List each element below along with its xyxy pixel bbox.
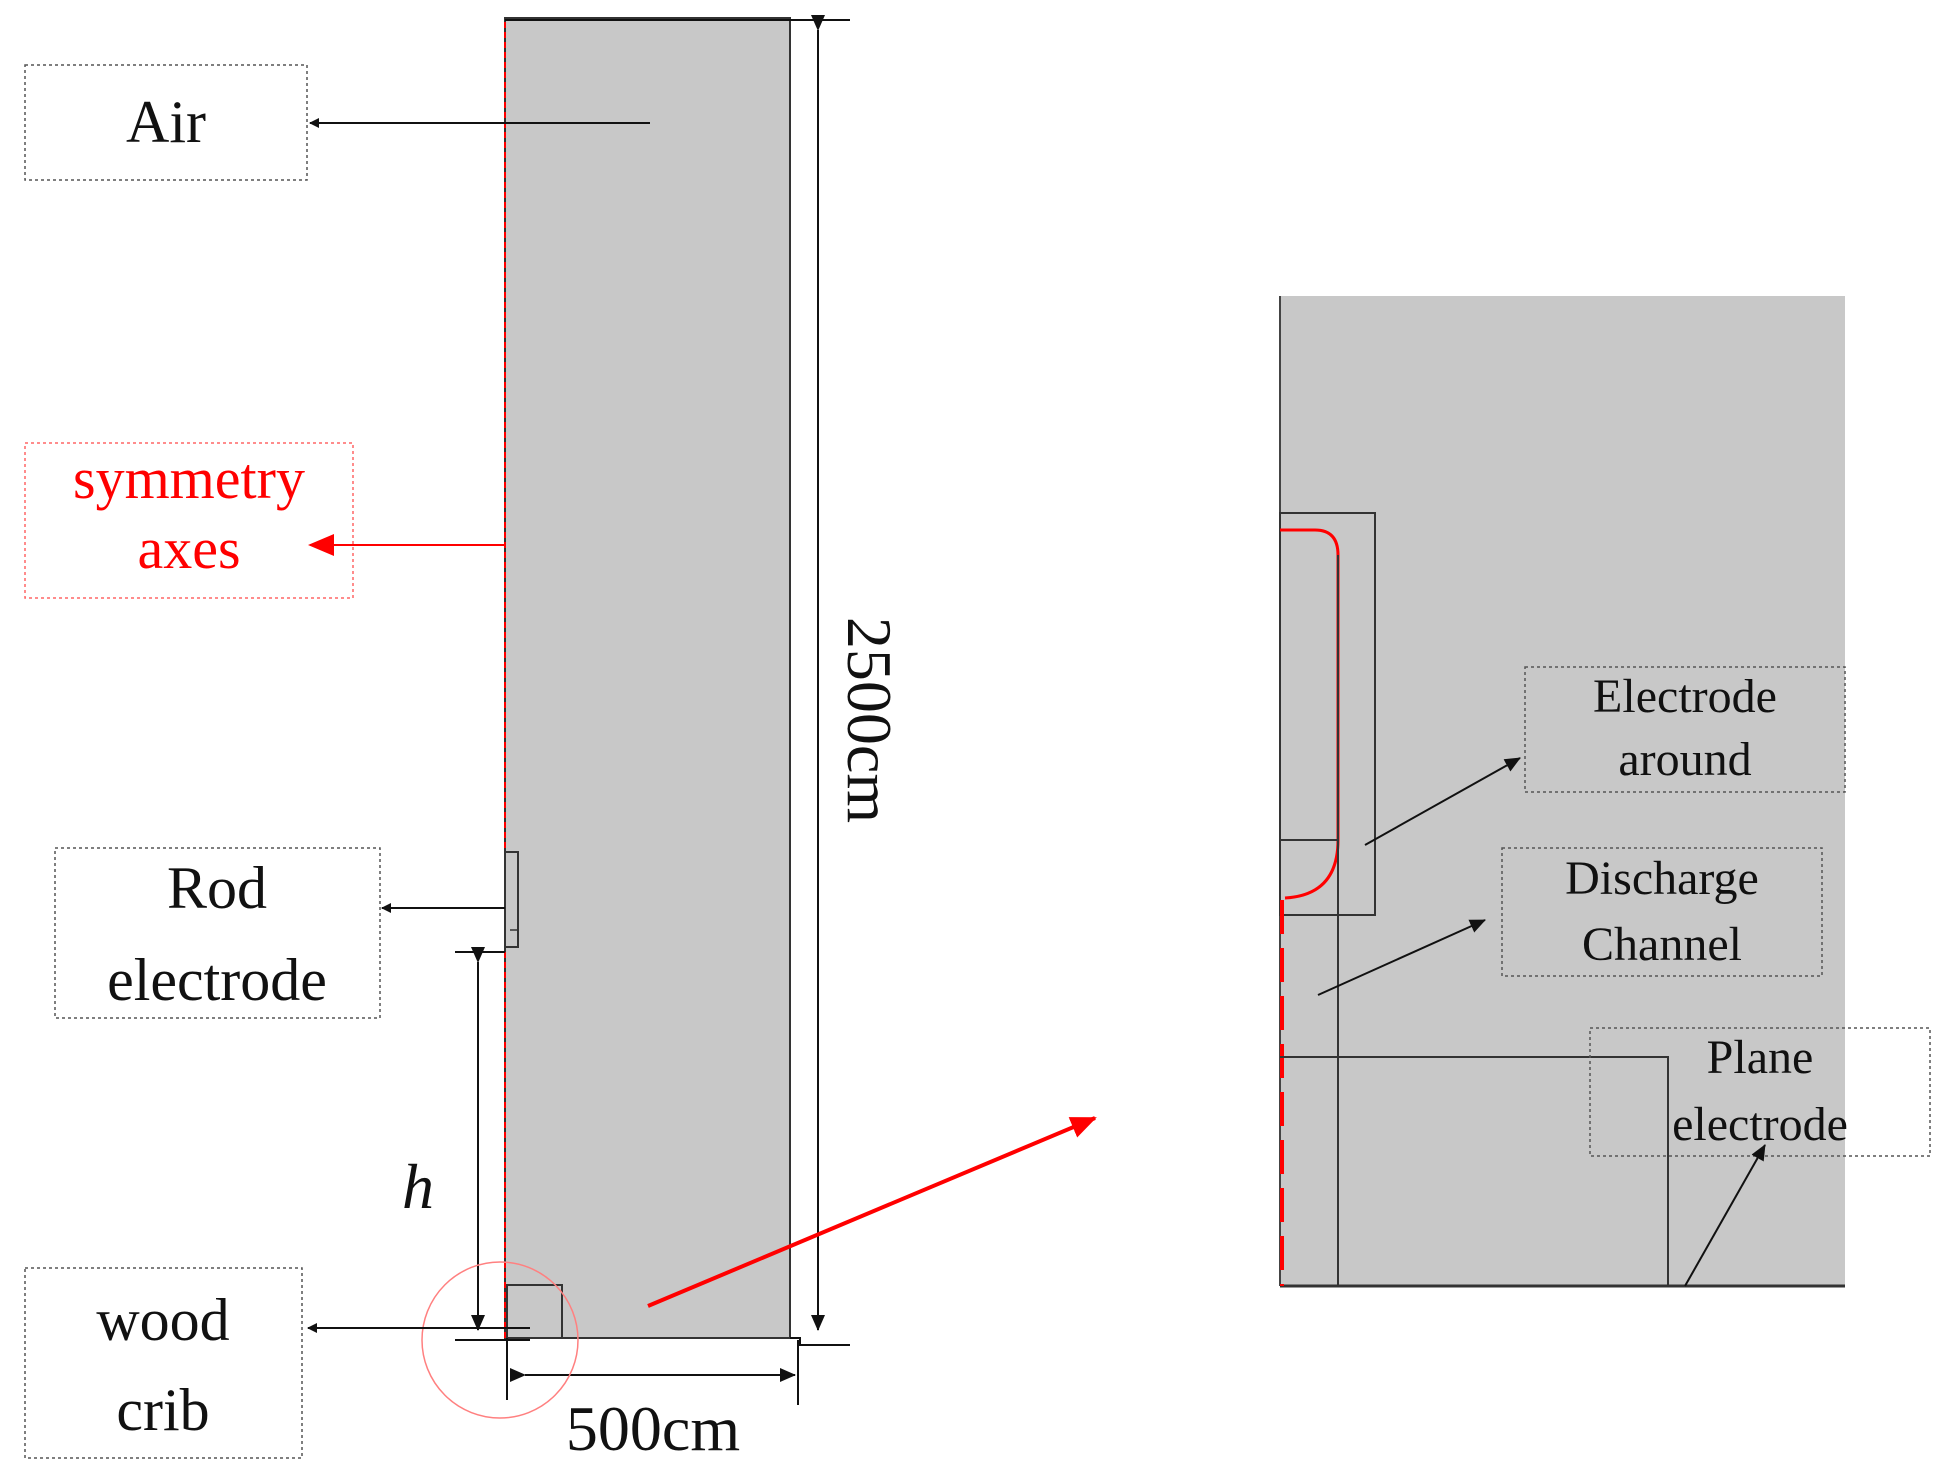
discharge-pointer — [1317, 919, 1486, 996]
right-annotations: Electrode around Discharge Channel Plane… — [1317, 666, 1931, 1287]
electrode-around-pointer — [1364, 757, 1521, 846]
zoom-arrow — [647, 1116, 1097, 1308]
electrode-around-label-line2: around — [1618, 733, 1751, 786]
rod-label-box — [54, 847, 381, 1019]
full-domain — [421, 15, 1097, 1419]
height-dimension-label: 2500cm — [834, 617, 905, 823]
plane-label-line1: Plane — [1707, 1031, 1814, 1084]
width-dimension-label: 500cm — [566, 1393, 740, 1464]
plane-pointer — [1684, 1144, 1766, 1287]
air-label-box — [24, 64, 308, 181]
electrode-around-region — [1279, 512, 1376, 916]
rod-label-line1: Rod — [167, 855, 267, 921]
plane-label-line2: electrode — [1672, 1098, 1848, 1151]
wood-label-line2: crib — [116, 1377, 209, 1443]
discharge-label-line1: Discharge — [1565, 852, 1759, 905]
symmetry-label-line1: symmetry — [73, 446, 305, 511]
discharge-label-box — [1501, 847, 1823, 977]
discharge-label-line2: Channel — [1582, 918, 1742, 971]
zoom-circle — [421, 1261, 579, 1419]
zoom-detail — [1279, 296, 1845, 1288]
plane-electrode-region — [1280, 1056, 1669, 1286]
rod-electrode-shape — [504, 851, 519, 948]
rod-label-line2: electrode — [107, 947, 327, 1013]
h-label: h — [402, 1151, 434, 1222]
symmetry-label-line2: axes — [137, 516, 240, 581]
air-label: Air — [126, 89, 206, 155]
wood-label-box — [24, 1267, 303, 1459]
electrode-around-label-line1: Electrode — [1593, 670, 1777, 723]
air-domain — [504, 17, 791, 1339]
left-annotations: Air symmetry axes Rod electrode wood cri… — [24, 64, 905, 1464]
wood-crib-shape — [506, 1284, 563, 1339]
wood-label-line1: wood — [96, 1287, 229, 1353]
symmetry-label-box — [24, 442, 354, 599]
